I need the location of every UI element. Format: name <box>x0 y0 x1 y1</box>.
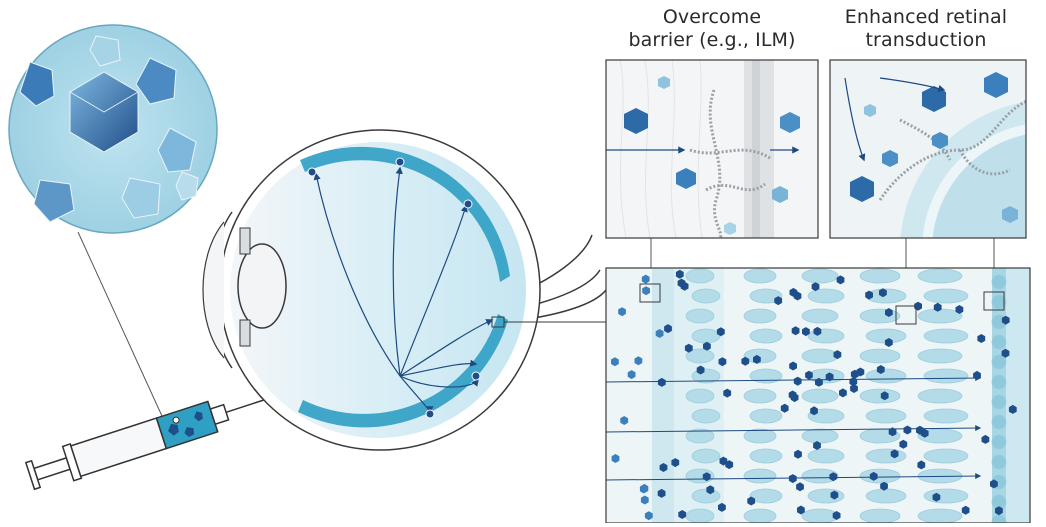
retinal-cell <box>744 509 776 523</box>
retinal-cell <box>860 349 900 363</box>
retinal-cell <box>686 509 714 523</box>
rpe-cell <box>992 415 1006 429</box>
retinal-cell <box>744 389 776 403</box>
rpe-cell <box>992 395 1006 409</box>
retinal-cell <box>918 309 962 323</box>
retinal-cell <box>924 369 968 383</box>
retinal-cell <box>860 469 900 483</box>
retinal-cell <box>924 489 968 503</box>
rpe-cell <box>992 335 1006 349</box>
retinal-cell <box>808 449 844 463</box>
rpe-cell <box>992 275 1006 289</box>
retinal-cell <box>744 429 776 443</box>
retinal-cell <box>692 289 720 303</box>
retinal-cell <box>686 309 714 323</box>
retinal-cell <box>744 469 776 483</box>
retinal-cell <box>802 349 838 363</box>
retinal-cell <box>860 509 900 523</box>
label-overcome-line2: barrier (e.g., ILM) <box>600 29 824 52</box>
retinal-cell <box>692 409 720 423</box>
capsid-zoom-bubble <box>9 25 217 438</box>
retinal-cell <box>802 509 838 523</box>
retinal-cell <box>924 449 968 463</box>
retinal-cell <box>802 389 838 403</box>
rpe-cell <box>992 355 1006 369</box>
retinal-cell <box>692 489 720 503</box>
retinal-cell <box>924 409 968 423</box>
retinal-cell <box>750 409 782 423</box>
eye-icon <box>203 130 606 450</box>
retinal-cell <box>686 269 714 283</box>
retinal-cell <box>686 389 714 403</box>
panel-overcome-barrier <box>606 60 818 238</box>
retinal-cell <box>808 289 844 303</box>
retinal-cell <box>692 449 720 463</box>
label-enhanced-transduction: Enhanced retinal transduction <box>820 6 1032 52</box>
rpe-cell <box>992 435 1006 449</box>
retinal-cell <box>808 489 844 503</box>
retinal-cell <box>918 389 962 403</box>
retinal-cell <box>866 409 906 423</box>
label-overcome-line1: Overcome <box>600 6 824 29</box>
retinal-cell <box>860 389 900 403</box>
retinal-cell <box>692 329 720 343</box>
rpe-cell <box>992 375 1006 389</box>
rpe-cell <box>992 455 1006 469</box>
retinal-cell <box>802 429 838 443</box>
retinal-cell <box>750 329 782 343</box>
panel-retinal-layers <box>606 268 1030 523</box>
retinal-cell <box>866 369 906 383</box>
retinal-cell <box>744 309 776 323</box>
retinal-cell <box>866 489 906 503</box>
retinal-cell <box>918 509 962 523</box>
retinal-cell <box>744 269 776 283</box>
retinal-cell <box>808 329 844 343</box>
retinal-cell <box>924 329 968 343</box>
retinal-cell <box>802 309 838 323</box>
retinal-cell <box>750 449 782 463</box>
retinal-cell <box>918 349 962 363</box>
retinal-cell <box>924 289 968 303</box>
retinal-cell <box>860 309 900 323</box>
retinal-cell <box>802 269 838 283</box>
label-enhanced-line1: Enhanced retinal <box>820 6 1032 29</box>
retinal-cell <box>866 449 906 463</box>
label-overcome-barrier: Overcome barrier (e.g., ILM) <box>600 6 824 52</box>
retinal-cell <box>860 269 900 283</box>
label-enhanced-line2: transduction <box>820 29 1032 52</box>
retinal-cell <box>918 269 962 283</box>
